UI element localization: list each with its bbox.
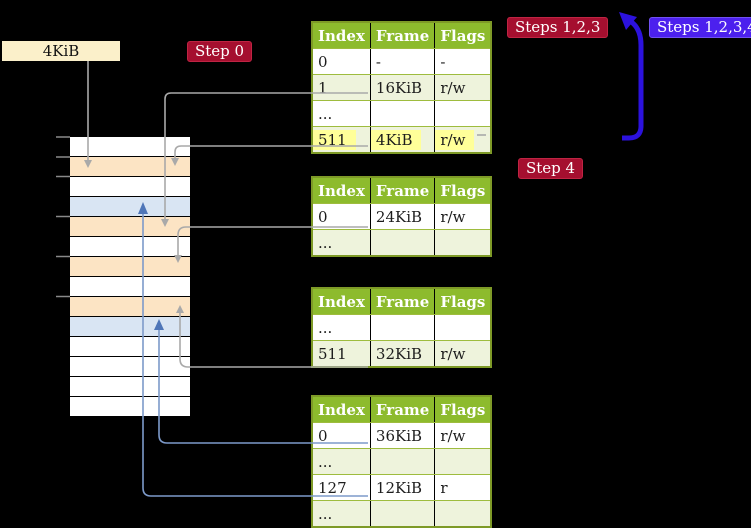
table-cell: r/w [434, 203, 492, 230]
thick-blue-arrow [619, 12, 644, 141]
column-header: Index [312, 22, 371, 49]
table-cell [370, 500, 436, 528]
memory-frame-row [70, 397, 190, 416]
table-cell: 511 [312, 126, 371, 154]
table-cell: 32KiB [370, 340, 436, 368]
memory-tick-marks [56, 136, 70, 298]
memory-frame-row [70, 357, 190, 376]
memory-frame-row [70, 217, 190, 236]
memory-frame-row [70, 137, 190, 156]
table-cell: ... [312, 100, 371, 127]
highlighted-value: r/w [435, 129, 475, 150]
table-cell: r/w [434, 126, 492, 154]
table-row: ... [312, 100, 492, 127]
table-cell [370, 229, 436, 257]
table-cell: 1 [312, 74, 371, 101]
badge-step-4: Step 4 [518, 158, 584, 179]
table-row: ... [312, 314, 492, 341]
table-cell: 4KiB [370, 126, 436, 154]
column-header: Flags [434, 22, 492, 49]
table-cell: ... [312, 314, 371, 341]
column-header: Flags [434, 396, 492, 423]
badge-step-0: Step 0 [187, 41, 253, 62]
column-header: Frame [370, 396, 436, 423]
column-header: Index [312, 288, 371, 315]
column-header: Flags [434, 177, 492, 204]
frame-size-box: 4KiB [2, 41, 120, 61]
table-cell [434, 500, 492, 528]
frame-size-label: 4KiB [42, 42, 80, 60]
table-cell: 24KiB [370, 203, 436, 230]
highlighted-value: 511 [313, 129, 356, 150]
column-header: Frame [370, 177, 436, 204]
table-cell [434, 229, 492, 257]
table-cell: 16KiB [370, 74, 436, 101]
table-cell: 0 [312, 203, 371, 230]
table-cell [370, 100, 436, 127]
table-row: ... [312, 500, 492, 528]
table-cell [370, 448, 436, 475]
memory-frame-row [70, 257, 190, 276]
table-cell: r/w [434, 74, 492, 101]
table-cell: r/w [434, 422, 492, 449]
table-row: ... [312, 448, 492, 475]
memory-frame-row [70, 297, 190, 316]
table-row: 0-- [312, 48, 492, 75]
table-cell: - [434, 48, 492, 75]
memory-frame-row [70, 237, 190, 256]
column-header: Frame [370, 288, 436, 315]
table-cell: 12KiB [370, 474, 436, 501]
table-cell: ... [312, 448, 371, 475]
memory-frame-row [70, 177, 190, 196]
table-cell [434, 448, 492, 475]
table-cell: 0 [312, 422, 371, 449]
column-header: Frame [370, 22, 436, 49]
column-header: Index [312, 396, 371, 423]
table-cell [370, 314, 436, 341]
memory-frame-row [70, 277, 190, 296]
badge-steps-1-2-3-4: Steps 1,2,3,4 [649, 17, 751, 38]
table-cell: 127 [312, 474, 371, 501]
table-cell [434, 314, 492, 341]
table-cell: 36KiB [370, 422, 436, 449]
memory-frame-row [70, 377, 190, 396]
memory-frame-row [70, 157, 190, 176]
table-row: 511 4KiB r/w [312, 126, 492, 154]
column-header: Flags [434, 288, 492, 315]
column-header: Index [312, 177, 371, 204]
badge-steps-1-2-3: Steps 1,2,3 [507, 17, 609, 38]
table-cell: r [434, 474, 492, 501]
highlighted-value: 4KiB [370, 129, 422, 150]
table-cell: ... [312, 229, 371, 257]
table-cell [434, 100, 492, 127]
memory-frame-row [70, 197, 190, 216]
table-row: ... [312, 229, 492, 257]
table-cell: r/w [434, 340, 492, 368]
table-cell: - [370, 48, 436, 75]
memory-frame-row [70, 317, 190, 336]
table-cell: ... [312, 500, 371, 528]
table-cell: 511 [312, 340, 371, 368]
table-cell: 0 [312, 48, 371, 75]
memory-frame-row [70, 337, 190, 356]
memory-column [70, 137, 190, 416]
